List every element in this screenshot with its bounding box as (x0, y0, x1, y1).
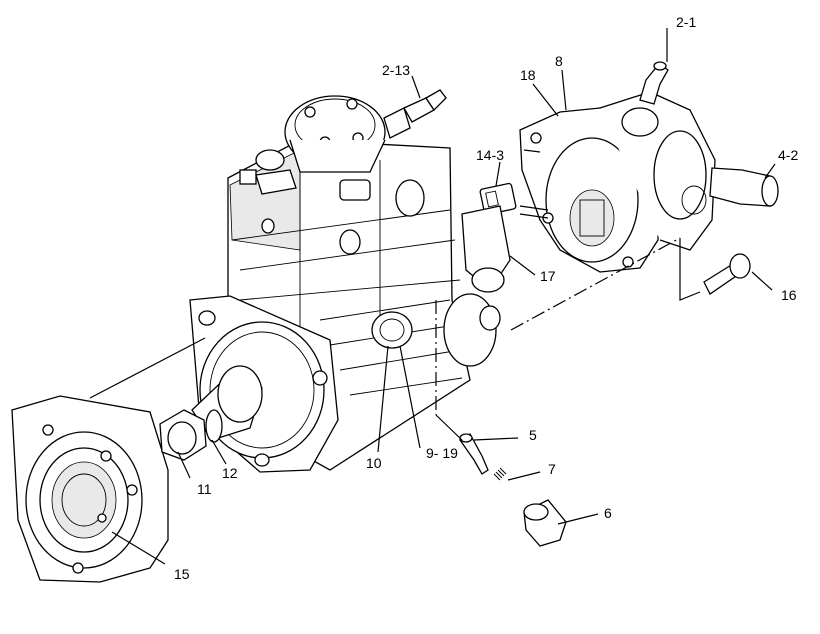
callout-11: 11 (197, 481, 212, 497)
feed-pump-assembly (519, 61, 779, 273)
drive-housing-15 (11, 395, 169, 583)
callout-9-19: 9- 19 (426, 445, 458, 461)
callout-14-3: 14-3 (476, 147, 504, 163)
callout-18: 18 (520, 67, 536, 83)
callout-12: 12 (222, 465, 238, 481)
callout-16: 16 (781, 287, 797, 303)
bolt-16 (679, 238, 751, 301)
callout-17: 17 (540, 268, 556, 284)
callout-2-1: 2-1 (676, 14, 696, 30)
callout-4-2: 4-2 (778, 147, 798, 163)
callout-5: 5 (529, 427, 537, 443)
callout-15: 15 (174, 566, 190, 582)
callout-7: 7 (548, 461, 556, 477)
alignment-lines (89, 237, 681, 441)
callout-10: 10 (366, 455, 382, 471)
callout-6: 6 (604, 505, 612, 521)
pump-head-top (255, 89, 447, 195)
shaft-nut-and-washer (159, 409, 223, 461)
callout-8: 8 (555, 53, 563, 69)
valve-components (459, 433, 567, 547)
sensor-assembly (461, 182, 517, 293)
leader-lines (111, 28, 776, 565)
pump-body (189, 139, 501, 473)
callout-labels: 2-1 2-13 18 8 14-3 4-2 17 16 5 7 6 10 9-… (174, 14, 798, 582)
callout-2-13: 2-13 (382, 62, 410, 78)
